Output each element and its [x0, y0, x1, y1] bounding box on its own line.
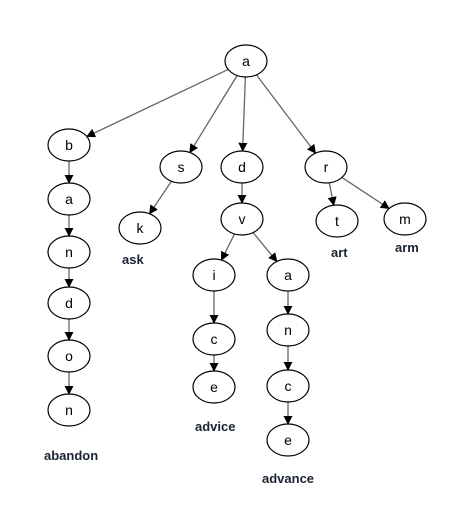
node-char: b — [65, 137, 73, 153]
edge-root-d — [238, 76, 248, 152]
trie-node-dvanc: c — [266, 369, 310, 403]
trie-node-dvic: c — [192, 322, 236, 356]
node-ellipse — [47, 286, 91, 320]
trie-node-ban: n — [47, 235, 91, 269]
word-label-advance: advance — [262, 471, 314, 486]
trie-node-sk: k — [118, 211, 162, 245]
node-ellipse — [47, 128, 91, 162]
node-char: k — [137, 220, 145, 236]
node-ellipse — [192, 370, 236, 404]
node-char: n — [284, 322, 292, 338]
node-ellipse — [266, 258, 310, 292]
trie-node-d: d — [220, 150, 264, 184]
node-char: o — [65, 348, 73, 364]
edge-root-s — [189, 75, 238, 154]
trie-node-bandon: n — [47, 393, 91, 427]
node-ellipse — [47, 235, 91, 269]
node-char: n — [65, 244, 73, 260]
edge-dv-dvi — [220, 233, 236, 261]
edge-s-sk — [149, 180, 172, 215]
trie-node-b: b — [47, 128, 91, 162]
trie-node-root: a — [224, 44, 268, 78]
edge-r-rt — [327, 182, 337, 207]
edges-layer — [64, 68, 390, 425]
node-char: v — [239, 211, 246, 227]
node-char: r — [324, 159, 329, 175]
node-ellipse — [192, 322, 236, 356]
node-char: t — [335, 213, 339, 229]
node-ellipse — [47, 339, 91, 373]
node-ellipse — [266, 313, 310, 347]
word-label-ask: ask — [122, 252, 144, 267]
node-char: a — [65, 191, 73, 207]
node-char: e — [210, 379, 218, 395]
node-ellipse — [47, 182, 91, 216]
node-ellipse — [266, 423, 310, 457]
word-label-arm: arm — [395, 240, 419, 255]
trie-node-dvice: e — [192, 370, 236, 404]
trie-node-r: r — [304, 150, 348, 184]
node-ellipse — [224, 44, 268, 78]
nodes-layer: a b a n d o n s k d v i c e a n c e r t m — [47, 44, 427, 457]
trie-node-dvi: i — [192, 258, 236, 292]
node-ellipse — [159, 150, 203, 184]
word-label-advice: advice — [195, 419, 235, 434]
node-ellipse — [47, 393, 91, 427]
trie-node-band: d — [47, 286, 91, 320]
word-labels-layer: abandon ask advice advance art arm — [44, 240, 419, 486]
trie-node-dv: v — [220, 202, 264, 236]
trie-node-dvan: n — [266, 313, 310, 347]
edge-root-b — [86, 68, 229, 138]
node-ellipse — [383, 202, 427, 236]
trie-node-rt: t — [315, 204, 359, 238]
edge-r-rm — [341, 176, 390, 210]
word-label-abandon: abandon — [44, 448, 98, 463]
word-label-art: art — [331, 245, 348, 260]
node-char: d — [65, 295, 73, 311]
node-char: c — [285, 378, 292, 394]
node-ellipse — [118, 211, 162, 245]
trie-node-dvance: e — [266, 423, 310, 457]
node-char: n — [65, 402, 73, 418]
node-ellipse — [304, 150, 348, 184]
node-char: a — [242, 53, 250, 69]
trie-node-rm: m — [383, 202, 427, 236]
trie-node-bando: o — [47, 339, 91, 373]
trie-node-dva: a — [266, 258, 310, 292]
edge-root-r — [255, 74, 317, 154]
trie-node-s: s — [159, 150, 203, 184]
node-char: s — [178, 159, 185, 175]
edge-dv-dva — [252, 232, 278, 263]
node-ellipse — [220, 150, 264, 184]
node-char: d — [238, 159, 246, 175]
node-ellipse — [220, 202, 264, 236]
node-ellipse — [266, 369, 310, 403]
node-char: m — [399, 211, 411, 227]
node-char: a — [284, 267, 292, 283]
node-char: e — [284, 432, 292, 448]
trie-node-ba: a — [47, 182, 91, 216]
node-ellipse — [192, 258, 236, 292]
node-char: i — [212, 267, 215, 283]
node-ellipse — [315, 204, 359, 238]
node-char: c — [211, 331, 218, 347]
